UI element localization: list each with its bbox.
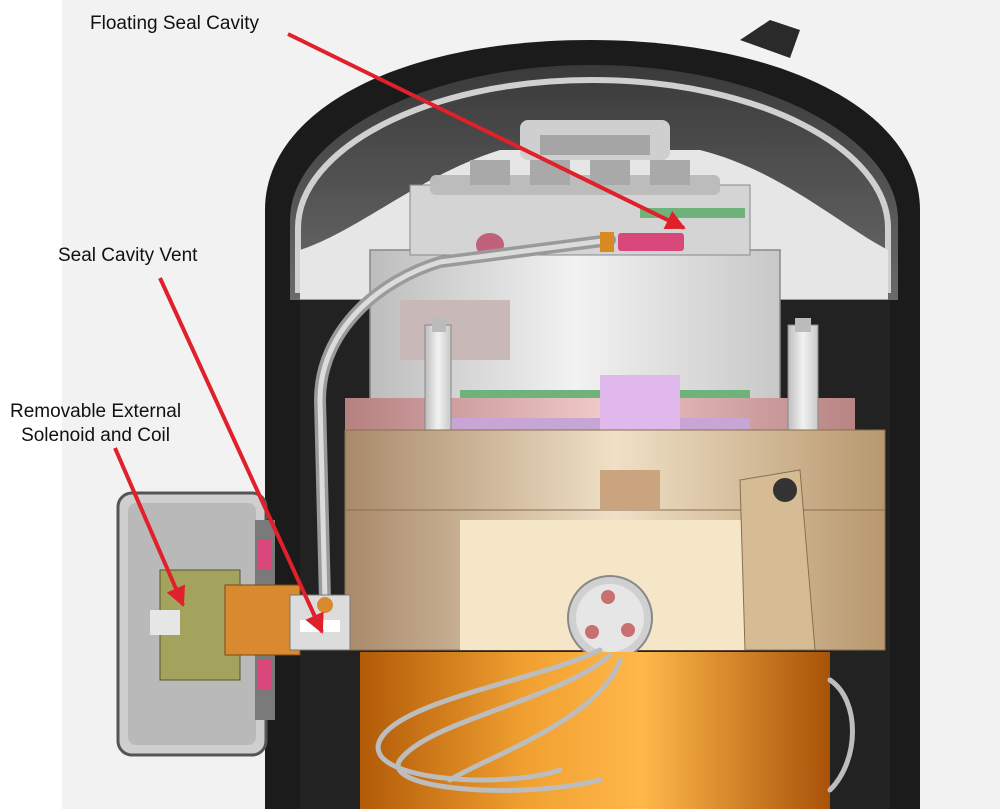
label-solenoid-and-coil: Removable External Solenoid and Coil (10, 400, 181, 448)
arrow-seal-cavity-vent (158, 277, 324, 634)
bolts (424, 318, 819, 436)
terminal-plug (567, 575, 653, 661)
label-solenoid-line1: Removable External (10, 401, 182, 422)
label-floating-seal-cavity: Floating Seal Cavity (90, 13, 259, 34)
callout-arrows (113, 32, 686, 634)
label-seal-cavity-vent: Seal Cavity Vent (58, 245, 198, 266)
arrow-floating-seal-cavity (287, 32, 686, 230)
external-solenoid-assembly (116, 491, 351, 757)
motor-leads (375, 647, 855, 793)
label-solenoid-line2: Solenoid and Coil (21, 425, 171, 446)
arrow-solenoid-coil (113, 447, 186, 607)
